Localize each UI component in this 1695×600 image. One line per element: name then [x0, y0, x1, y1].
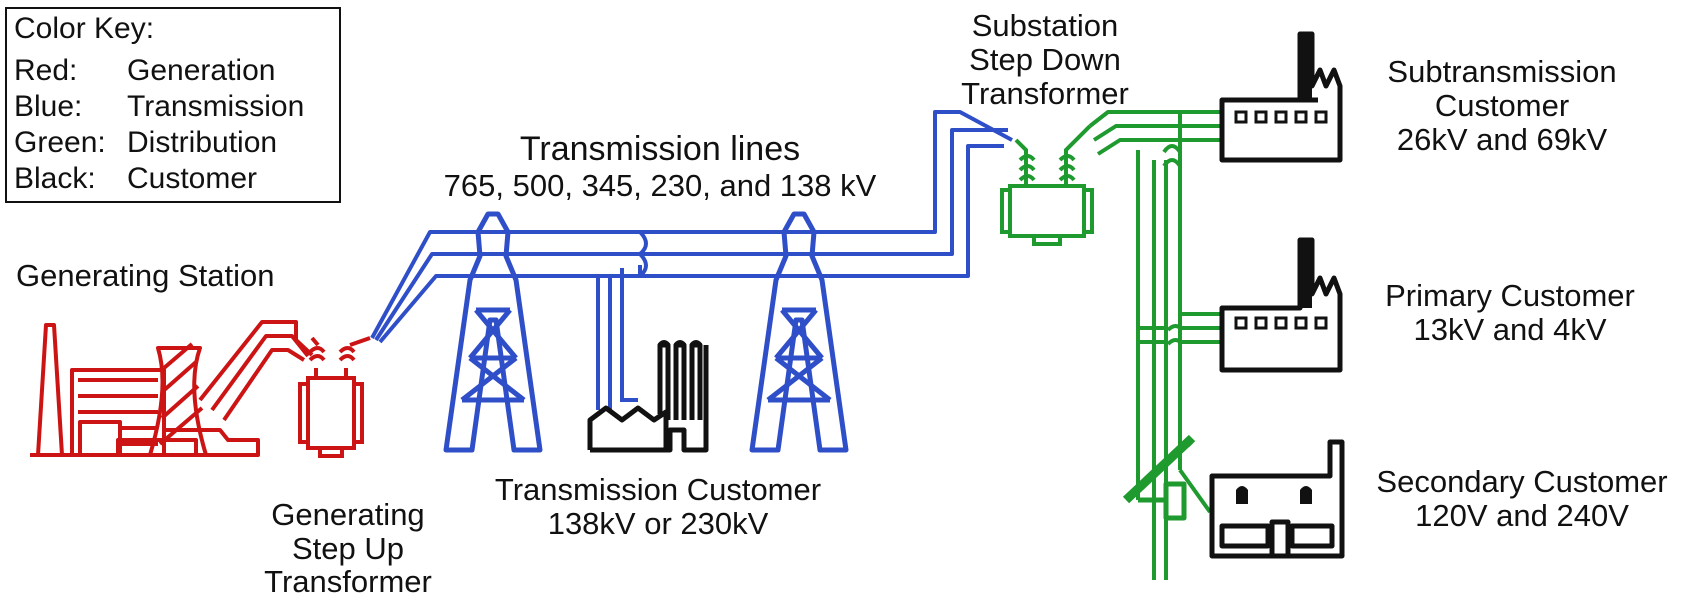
step-up-transformer-icon	[298, 336, 371, 458]
key-value-distribution: Distribution	[127, 126, 277, 159]
transmission-tower-icon	[749, 211, 849, 453]
transmission-voltages-label: 765, 500, 345, 230, and 138 kV	[444, 168, 877, 203]
secondary-customer-label-line2: 120V and 240V	[1415, 498, 1629, 533]
factory-icon	[1219, 237, 1343, 373]
transmission-lines-title: Transmission lines	[520, 130, 800, 168]
subtransmission-label-line3: 26kV and 69kV	[1397, 122, 1608, 157]
distribution-lines	[1088, 110, 1222, 580]
key-label-green: Green:	[14, 126, 106, 159]
transmission-tower-icon	[443, 211, 543, 453]
color-key-box	[5, 7, 341, 203]
primary-customer-label-line1: Primary Customer	[1385, 278, 1635, 313]
transmission-customer-label-line1: Transmission Customer	[495, 472, 821, 507]
transmission-lines	[370, 110, 1013, 344]
step-up-label-line2: Step Up	[292, 531, 404, 566]
step-up-label-line1: Generating	[271, 497, 424, 532]
secondary-customer-label-line1: Secondary Customer	[1376, 464, 1667, 499]
factory-icon	[1219, 31, 1343, 163]
key-label-blue: Blue:	[14, 90, 82, 123]
factory-windows	[1234, 316, 1328, 330]
generating-station-label: Generating Station	[16, 258, 275, 293]
house-windows	[1236, 486, 1312, 504]
step-down-transformer-icon	[1000, 124, 1094, 246]
house-icon	[1209, 439, 1345, 559]
color-key-title: Color Key:	[14, 12, 154, 45]
factory-icon	[587, 340, 709, 453]
subtransmission-label-line1: Subtransmission	[1387, 54, 1616, 89]
primary-customer-label-line2: 13kV and 4kV	[1413, 312, 1606, 347]
key-value-generation: Generation	[127, 54, 275, 87]
substation-label-line2: Step Down	[969, 42, 1121, 77]
subtransmission-label-line2: Customer	[1435, 88, 1569, 123]
factory-chimney	[1300, 240, 1312, 308]
key-value-transmission: Transmission	[127, 90, 304, 123]
key-value-customer: Customer	[127, 162, 257, 195]
power-plant-icon	[30, 320, 314, 457]
color-key: Color Key: Red: Generation Blue: Transmi…	[5, 7, 341, 203]
transmission-customer-label-line2: 138kV or 230kV	[548, 506, 769, 541]
factory-chimney	[1300, 34, 1312, 100]
key-label-red: Red:	[14, 54, 77, 87]
key-label-black: Black:	[14, 162, 96, 195]
step-up-label-line3: Transformer	[264, 564, 432, 599]
substation-label-line3: Transformer	[961, 76, 1129, 111]
substation-label-line1: Substation	[972, 8, 1119, 43]
transmission-customer-tap	[596, 265, 642, 410]
factory-windows	[1234, 110, 1328, 124]
